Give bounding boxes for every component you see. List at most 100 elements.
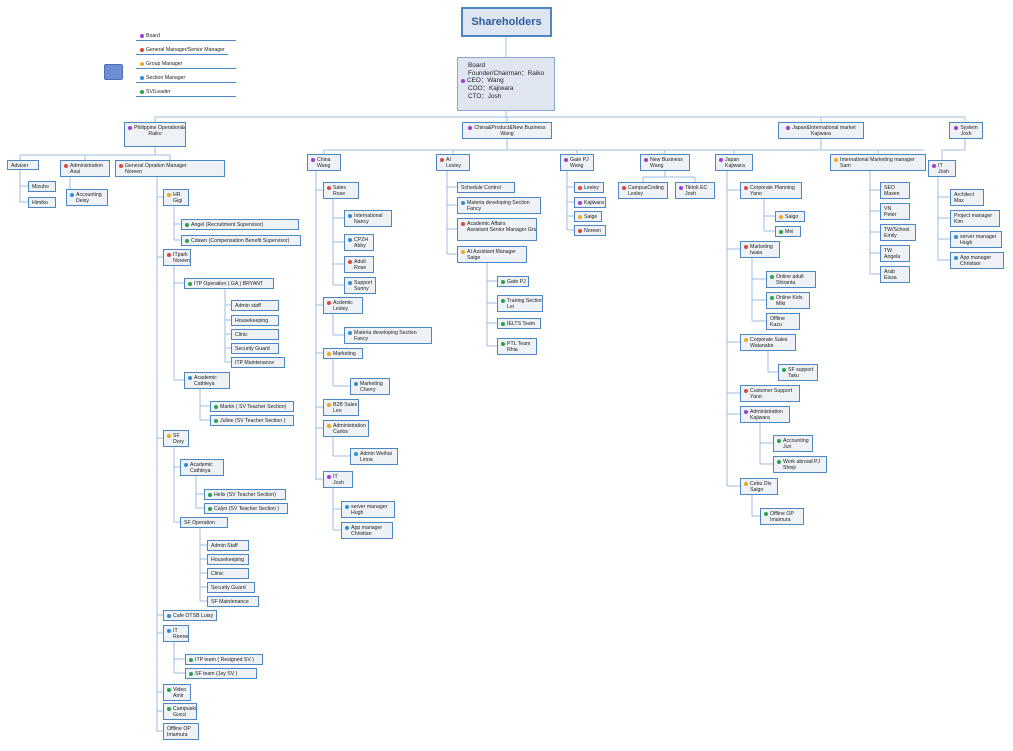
person-icon <box>189 671 193 676</box>
node-person: Josh <box>960 131 972 138</box>
node-person: Josh <box>938 169 949 176</box>
node-title-text: Juline (SV Teacher Section ) <box>220 418 286 424</box>
legend-item-section: Section Manager <box>136 75 236 83</box>
node-person: Saigo <box>750 487 764 494</box>
node-title: Angel (Recruitment Supervisor) <box>185 222 295 228</box>
node-title-text: ITP Operation ( GA ) BRYANT <box>194 281 264 287</box>
node-title-text: Customer Support <box>750 388 793 394</box>
node-person: Linna <box>360 457 373 464</box>
node-title-text: SF support <box>788 367 814 373</box>
person-icon <box>744 337 748 342</box>
node-person: Peter <box>884 212 897 219</box>
node-title-text: IT <box>173 628 178 634</box>
node-title: System <box>953 125 979 131</box>
node-title: Online adult <box>770 274 812 280</box>
node-person: Lesley <box>628 191 643 198</box>
node-person: Rose <box>333 191 346 198</box>
node-person: Noreen <box>125 169 143 176</box>
node-title: China&Product&New Business <box>466 125 548 131</box>
node-title-text: Offline OP <box>167 726 191 732</box>
board-box: Board Founder/Chairman：Raiko CEO：Wang CO… <box>457 57 555 111</box>
node-person: Christian <box>960 261 981 268</box>
person-icon <box>119 163 123 168</box>
node-title: Work abroad PJ <box>777 459 823 465</box>
board-line-1: Founder/Chairman：Raiko <box>468 69 545 77</box>
node-title: Cafe OTSB Luisy <box>167 613 213 619</box>
node-person: Shiranta <box>776 280 796 287</box>
person-icon <box>770 274 774 279</box>
person-icon <box>578 185 582 190</box>
org-node-angel: Angel (Recruitment Supervisor) <box>181 219 299 230</box>
node-title-text: Marketing <box>360 381 383 387</box>
node-title-text: Architect <box>954 192 975 198</box>
node-title-text: Project manager <box>954 213 993 219</box>
node-title: New Business <box>644 157 686 163</box>
person-icon <box>64 163 68 168</box>
node-title-text: App manager <box>351 525 383 531</box>
node-title: Clinic <box>235 332 275 338</box>
node-title-text: Marketing <box>333 351 356 357</box>
node-person: Angela <box>884 254 901 261</box>
node-title: Schedule Control <box>461 185 511 191</box>
node-title: Kajiwara <box>578 200 604 206</box>
node-title: SF Maintenance <box>211 599 255 605</box>
node-title-text: Helix (SV Teacher Section) <box>214 492 276 498</box>
person-icon <box>327 423 331 428</box>
person-icon <box>501 321 505 326</box>
node-person: Kajiwara <box>725 163 745 170</box>
person-icon <box>327 185 331 190</box>
node-person: Wang <box>570 163 584 170</box>
node-title-text: Cafe OTSB Luisy <box>173 613 214 619</box>
node-title-text: PTL Team <box>507 341 531 347</box>
node-title-text: Lesley <box>584 185 599 191</box>
org-node-sa1: Admin Staff <box>207 540 249 551</box>
person-icon <box>354 381 358 386</box>
node-title: ITP Operation ( GA ) BRYANT <box>188 281 270 287</box>
node-person: Kazu <box>770 322 782 329</box>
board-ceo: CEO：Wang <box>467 77 504 85</box>
node-title: App manager <box>345 525 389 531</box>
node-title: AI <box>440 157 466 163</box>
node-title-text: Materia developing Section <box>354 330 417 336</box>
person-icon <box>327 474 331 479</box>
person-icon <box>782 367 786 372</box>
legend-label: SV/Leader <box>146 89 171 95</box>
org-node-gpj: Gate PJ <box>497 276 529 287</box>
node-title-text: International Marketing manager <box>840 157 915 163</box>
node-title-text: Mizuho <box>32 184 49 190</box>
node-title-text: Academic <box>190 462 213 468</box>
node-person: Noreen <box>173 258 191 265</box>
node-person: Asai <box>70 169 81 176</box>
node-title-text: Academic <box>194 375 217 381</box>
node-person: Juri <box>783 444 792 451</box>
legend-underline <box>136 82 236 83</box>
person-icon <box>167 192 171 197</box>
node-title: International Marketing manager <box>834 157 922 163</box>
person-icon <box>770 295 774 300</box>
person-icon <box>167 613 171 618</box>
person-icon <box>779 214 783 219</box>
node-title: TW <box>884 248 906 254</box>
node-title: ITP team ( Resigned SV ) <box>189 657 259 663</box>
node-title: Mizuho <box>32 184 52 190</box>
node-title-text: server manager <box>351 504 388 510</box>
node-title: SF Operation <box>184 520 224 526</box>
node-title-text: Accounting <box>76 192 102 198</box>
node-title-text: New Business <box>650 157 683 163</box>
node-title: China <box>311 157 337 163</box>
node-title: Mei <box>779 229 797 235</box>
node-title: Academic Affairs <box>461 221 533 227</box>
